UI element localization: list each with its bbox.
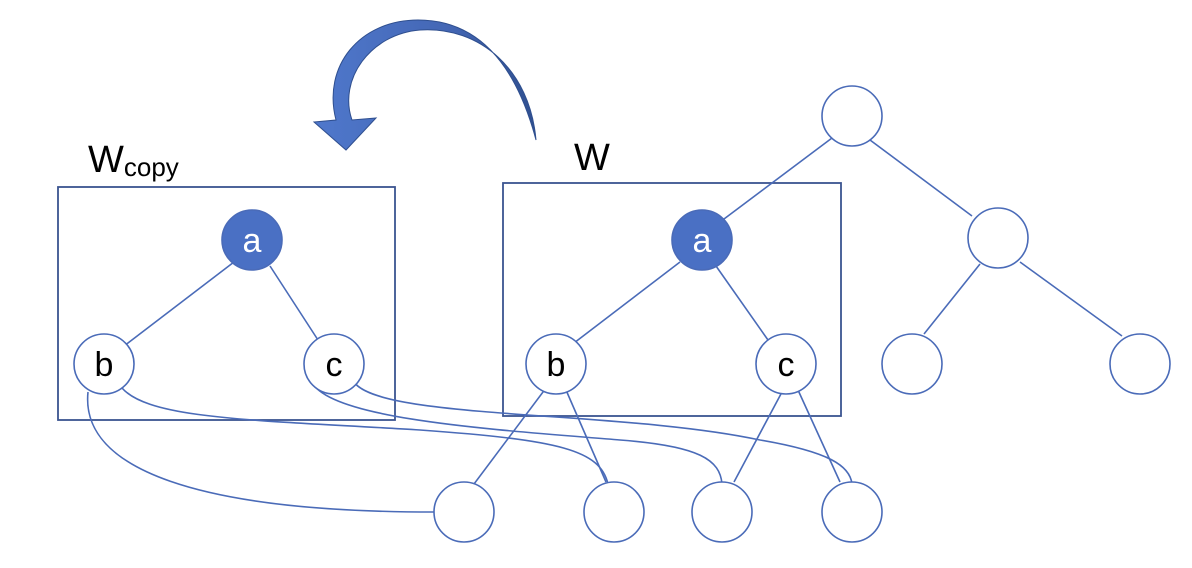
node-root <box>821 85 883 147</box>
node-bottom-4 <box>821 481 883 543</box>
edge-right-ll <box>923 263 981 335</box>
wcopy-label-sub: copy <box>124 152 179 182</box>
edge-w-c-bl3 <box>733 391 783 483</box>
curve-wcopy-c-2 <box>353 381 853 485</box>
wcopy-label: Wcopy <box>88 139 179 182</box>
node-wcopy-b <box>73 333 135 395</box>
label-wcopy-b: b <box>95 346 114 384</box>
edge-right-rl <box>1019 261 1123 337</box>
node-right-right <box>1109 333 1171 395</box>
node-wcopy-c <box>303 333 365 395</box>
node-right-left <box>881 333 943 395</box>
copy-arrow-icon <box>312 19 537 151</box>
node-bottom-2 <box>583 481 645 543</box>
curve-wcopy-c-1 <box>311 381 723 485</box>
node-bottom-1 <box>433 481 495 543</box>
edge-w-b-bl <box>473 387 547 485</box>
tree-edges <box>86 137 1123 513</box>
node-w-a <box>671 209 733 271</box>
edge-wcopy-a-b <box>123 261 235 347</box>
wcopy-label-main: W <box>88 139 124 181</box>
wcopy-box <box>57 186 396 421</box>
node-w-c <box>755 333 817 395</box>
edge-root-w-a <box>719 137 833 223</box>
label-wcopy-c: c <box>326 346 343 384</box>
edge-w-a-b <box>573 261 681 344</box>
edge-wcopy-a-c <box>269 265 319 341</box>
label-wcopy-a: a <box>243 222 262 260</box>
label-w-c: c <box>778 346 795 384</box>
tree-nodes <box>73 85 1171 543</box>
node-labels: a b c a b c <box>95 222 795 384</box>
curve-wcopy-b-1 <box>86 391 435 513</box>
w-label: W <box>574 137 610 179</box>
label-w-b: b <box>547 346 566 384</box>
edge-w-c-bl4 <box>797 389 841 483</box>
label-w-a: a <box>693 222 712 260</box>
node-right <box>967 207 1029 269</box>
node-bottom-3 <box>691 481 753 543</box>
edge-root-right <box>869 139 973 217</box>
edge-w-a-c <box>715 265 769 341</box>
node-wcopy-a <box>221 209 283 271</box>
node-w-b <box>525 333 587 395</box>
w-box <box>502 182 842 417</box>
curve-wcopy-b-2 <box>121 387 609 485</box>
